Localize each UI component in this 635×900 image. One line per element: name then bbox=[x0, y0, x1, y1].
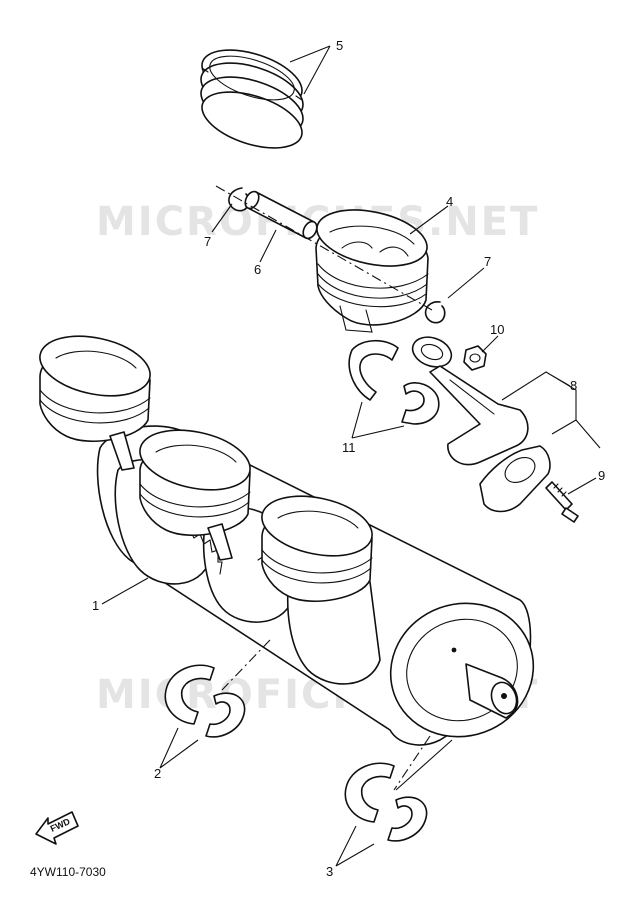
connecting-rod bbox=[411, 336, 551, 513]
callout-4: 4 bbox=[446, 194, 453, 209]
callout-11: 11 bbox=[342, 440, 356, 455]
leader-2 bbox=[159, 727, 199, 769]
leader-4 bbox=[409, 205, 449, 235]
rod-bolt bbox=[545, 481, 579, 523]
main-bearing-left bbox=[164, 664, 246, 738]
axis-line-bottom bbox=[393, 735, 431, 791]
leader-3 bbox=[335, 825, 375, 867]
crankshaft-assembly bbox=[39, 335, 535, 746]
callout-2: 2 bbox=[154, 766, 161, 781]
piston-rings bbox=[200, 49, 304, 149]
piston-pin bbox=[244, 190, 318, 240]
leader-9 bbox=[567, 477, 597, 495]
leader-3b bbox=[395, 739, 453, 791]
callout-1: 1 bbox=[92, 598, 99, 613]
main-bearing-bottom bbox=[344, 762, 428, 842]
callout-7-left: 7 bbox=[204, 234, 211, 249]
diagram-code: 4YW110-7030 bbox=[30, 865, 106, 879]
leader-8 bbox=[501, 371, 601, 449]
leader-11 bbox=[351, 401, 405, 439]
leader-6 bbox=[259, 229, 277, 263]
callout-9: 9 bbox=[598, 468, 605, 483]
callout-5: 5 bbox=[336, 38, 343, 53]
leader-7b bbox=[447, 267, 485, 299]
leader-7a bbox=[211, 203, 233, 233]
leader-5 bbox=[289, 45, 331, 95]
fwd-arrow: FWD bbox=[35, 811, 79, 845]
callout-7-right: 7 bbox=[484, 254, 491, 269]
leader-10 bbox=[481, 335, 499, 353]
callout-10: 10 bbox=[490, 322, 504, 337]
axis-line-lower bbox=[221, 639, 271, 691]
piston bbox=[315, 209, 429, 333]
rod-nut bbox=[463, 345, 487, 371]
watermark-top: MICROFICHES.NET bbox=[96, 199, 539, 245]
callout-3: 3 bbox=[326, 864, 333, 879]
callout-8: 8 bbox=[570, 378, 577, 393]
axis-line-upper bbox=[215, 185, 433, 311]
callout-6: 6 bbox=[254, 262, 261, 277]
big-end-bearings bbox=[348, 339, 440, 425]
circlip-right bbox=[424, 301, 446, 324]
leader-1 bbox=[101, 577, 149, 605]
